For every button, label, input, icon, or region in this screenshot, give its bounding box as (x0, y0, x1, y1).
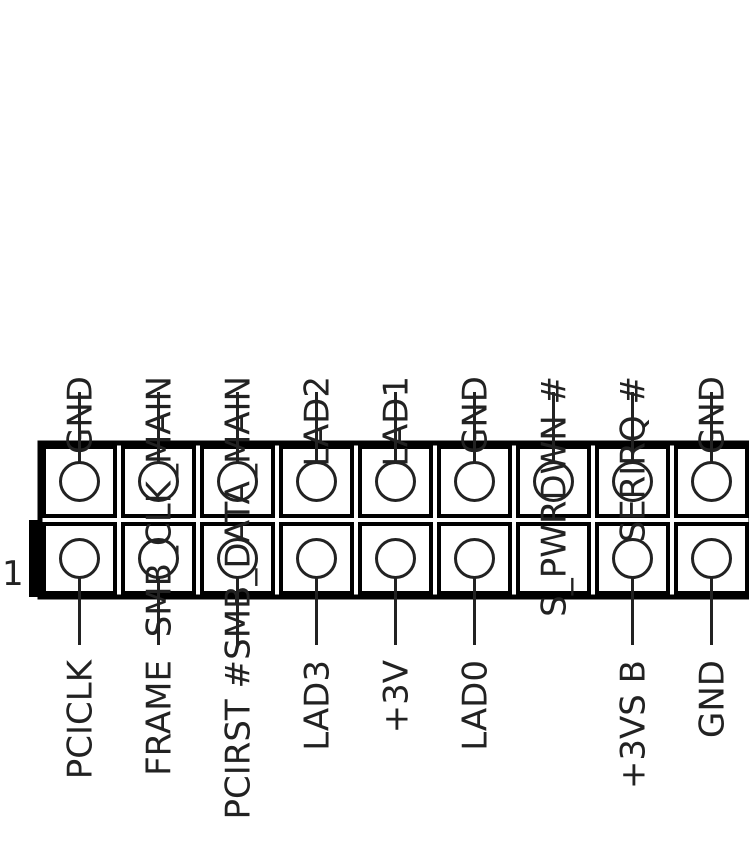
top-label-2: SMB_CLK_MAIN (140, 376, 180, 637)
bottom-pin-6 (454, 538, 495, 579)
top-pin-4 (296, 461, 337, 502)
bottom-label-4: LAD3 (298, 660, 338, 751)
top-pin-1 (59, 461, 100, 502)
pin-leads (78, 392, 713, 645)
bottom-pin-8 (612, 538, 653, 579)
top-pin-6 (454, 461, 495, 502)
bottom-pin-cell-7 (516, 522, 591, 595)
bottom-label-8: +3VS B (614, 660, 654, 789)
top-pin-9 (691, 461, 732, 502)
top-label-4: LAD2 (298, 376, 338, 467)
top-label-1: GND (61, 376, 101, 454)
top-label-6: GND (456, 376, 496, 454)
bottom-pin-9 (691, 538, 732, 579)
top-label-7: S_PWRDWN # (535, 376, 575, 617)
bottom-label-3: PCIRST # (219, 660, 259, 820)
top-pin-5 (375, 461, 416, 502)
pin1-marker: 1 (2, 554, 24, 594)
top-label-5: LAD1 (377, 376, 417, 467)
bottom-pin-4 (296, 538, 337, 579)
bottom-pin-1 (59, 538, 100, 579)
bottom-pin-5 (375, 538, 416, 579)
bottom-label-6: LAD0 (456, 660, 496, 751)
bottom-label-1: PCICLK (61, 658, 101, 779)
top-label-3: SMB_DATA_MAIN (219, 376, 259, 660)
bottom-label-2: FRAME (140, 660, 180, 776)
pin1-edge-marker (29, 520, 41, 597)
bottom-label-5: +3V (377, 660, 417, 733)
bottom-label-9: GND (693, 660, 733, 738)
top-label-9: GND (693, 376, 733, 454)
top-label-8: SERIRQ # (614, 376, 654, 542)
